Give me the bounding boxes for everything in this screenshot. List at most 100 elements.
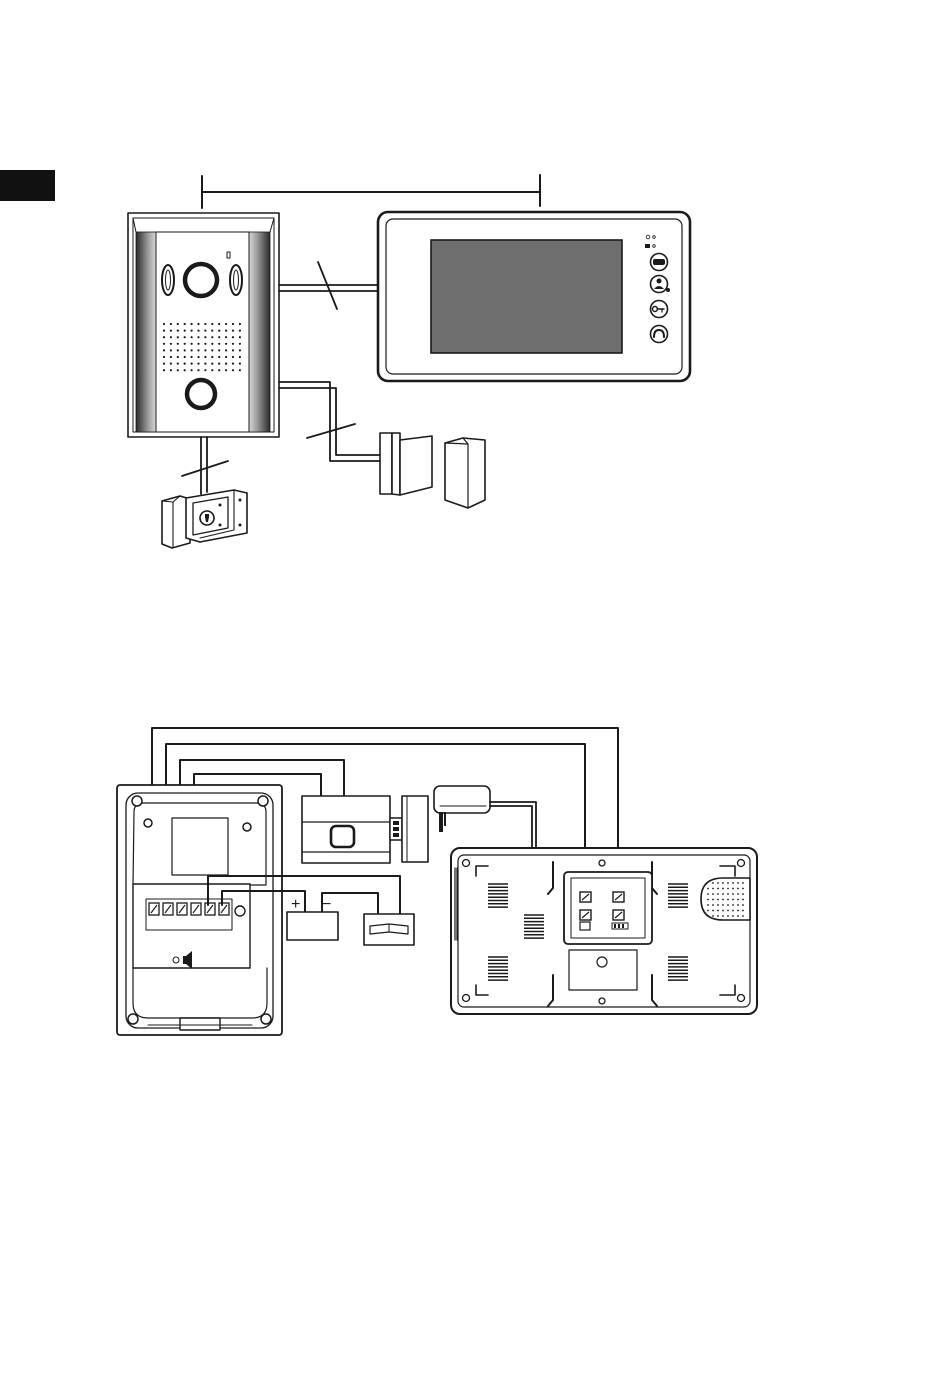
- speaker-hole: [232, 363, 234, 365]
- speaker-hole: [225, 356, 227, 358]
- speaker-hole: [170, 363, 172, 365]
- speaker-hole: [742, 910, 744, 912]
- speaker-hole: [225, 369, 227, 371]
- speaker-hole: [177, 336, 179, 338]
- speaker-hole: [737, 915, 739, 917]
- speaker-hole: [239, 349, 241, 351]
- speaker-hole: [211, 363, 213, 365]
- exit-button: [364, 914, 414, 945]
- speaker-hole: [239, 343, 241, 345]
- speaker-hole: [722, 904, 724, 906]
- talk-button: [651, 326, 668, 343]
- speaker-hole: [211, 349, 213, 351]
- cable-break-mark: [307, 424, 355, 438]
- mounting-screw: [738, 995, 745, 1002]
- door-contact-sensor: [380, 433, 432, 495]
- speaker-hole: [170, 349, 172, 351]
- speaker-hole: [712, 888, 714, 890]
- speaker-hole: [170, 336, 172, 338]
- mounting-screw: [599, 998, 605, 1004]
- speaker-hole: [232, 323, 234, 325]
- speaker-hole: [722, 888, 724, 890]
- door-station-rear: [117, 785, 282, 1035]
- speaker-hole: [239, 323, 241, 325]
- speaker-hole: [707, 888, 709, 890]
- indoor-monitor-front: [378, 212, 690, 381]
- speaker-hole: [232, 369, 234, 371]
- speaker-hole: [727, 904, 729, 906]
- speaker-hole: [732, 893, 734, 895]
- speaker-hole: [712, 899, 714, 901]
- speaker-hole: [197, 336, 199, 338]
- speaker-hole: [211, 369, 213, 371]
- speaker-hole: [218, 349, 220, 351]
- intercom-indicator-dot: [666, 288, 670, 292]
- speaker-hole: [717, 915, 719, 917]
- speaker-hole: [707, 910, 709, 912]
- speaker-hole: [722, 899, 724, 901]
- speaker-hole: [712, 882, 714, 884]
- speaker-hole: [737, 899, 739, 901]
- speaker-hole: [737, 910, 739, 912]
- speaker-hole: [727, 882, 729, 884]
- speaker-hole: [239, 363, 241, 365]
- speaker-hole: [218, 356, 220, 358]
- connector-panel: [564, 872, 652, 944]
- speaker-hole: [707, 899, 709, 901]
- speaker-hole: [163, 336, 165, 338]
- electric-lock: [162, 490, 247, 548]
- battery: + −: [287, 896, 338, 940]
- speaker-hole: [163, 349, 165, 351]
- speaker-hole: [732, 910, 734, 912]
- mounting-screw: [128, 1014, 138, 1024]
- speaker-hole: [211, 323, 213, 325]
- speaker-hole: [717, 910, 719, 912]
- speaker-hole: [177, 323, 179, 325]
- battery-plus-label: +: [291, 896, 300, 913]
- speaker-hole: [218, 330, 220, 332]
- section-tab: [0, 170, 55, 201]
- speaker-hole: [197, 356, 199, 358]
- speaker-hole: [737, 893, 739, 895]
- menu-icon: [653, 259, 665, 265]
- speaker-hole: [163, 330, 165, 332]
- speaker-hole: [717, 882, 719, 884]
- speaker-hole: [191, 323, 193, 325]
- speaker-hole: [717, 899, 719, 901]
- speaker-hole: [742, 904, 744, 906]
- speaker-hole: [184, 356, 186, 358]
- speaker-hole: [177, 363, 179, 365]
- door-contact-magnet: [445, 438, 485, 508]
- speaker-hole: [722, 915, 724, 917]
- power-adapter: [434, 786, 490, 832]
- speaker-hole: [184, 369, 186, 371]
- speaker-hole: [184, 336, 186, 338]
- power-terminal: [580, 922, 590, 930]
- mounting-screw: [738, 860, 745, 867]
- cable-to-monitor: [279, 262, 380, 309]
- speaker-hole: [204, 330, 206, 332]
- speaker-hole: [163, 369, 165, 371]
- speaker-hole: [717, 893, 719, 895]
- speaker-hole: [225, 343, 227, 345]
- cable-break-mark: [182, 461, 228, 476]
- speaker-hole: [239, 356, 241, 358]
- speaker-hole: [225, 363, 227, 365]
- speaker-hole: [163, 356, 165, 358]
- speaker-hole: [211, 336, 213, 338]
- speaker-hole: [232, 330, 234, 332]
- speaker-hole: [170, 330, 172, 332]
- mounting-screw: [132, 796, 142, 806]
- speaker-hole: [225, 349, 227, 351]
- speaker-hole: [727, 899, 729, 901]
- speaker-hole: [204, 336, 206, 338]
- speaker-hole: [177, 349, 179, 351]
- speaker-hole: [722, 882, 724, 884]
- speaker-hole: [742, 893, 744, 895]
- speaker-hole: [191, 349, 193, 351]
- bottom-latch: [180, 1018, 220, 1030]
- speaker-hole: [232, 356, 234, 358]
- speaker-hole: [197, 349, 199, 351]
- speaker-hole: [717, 888, 719, 890]
